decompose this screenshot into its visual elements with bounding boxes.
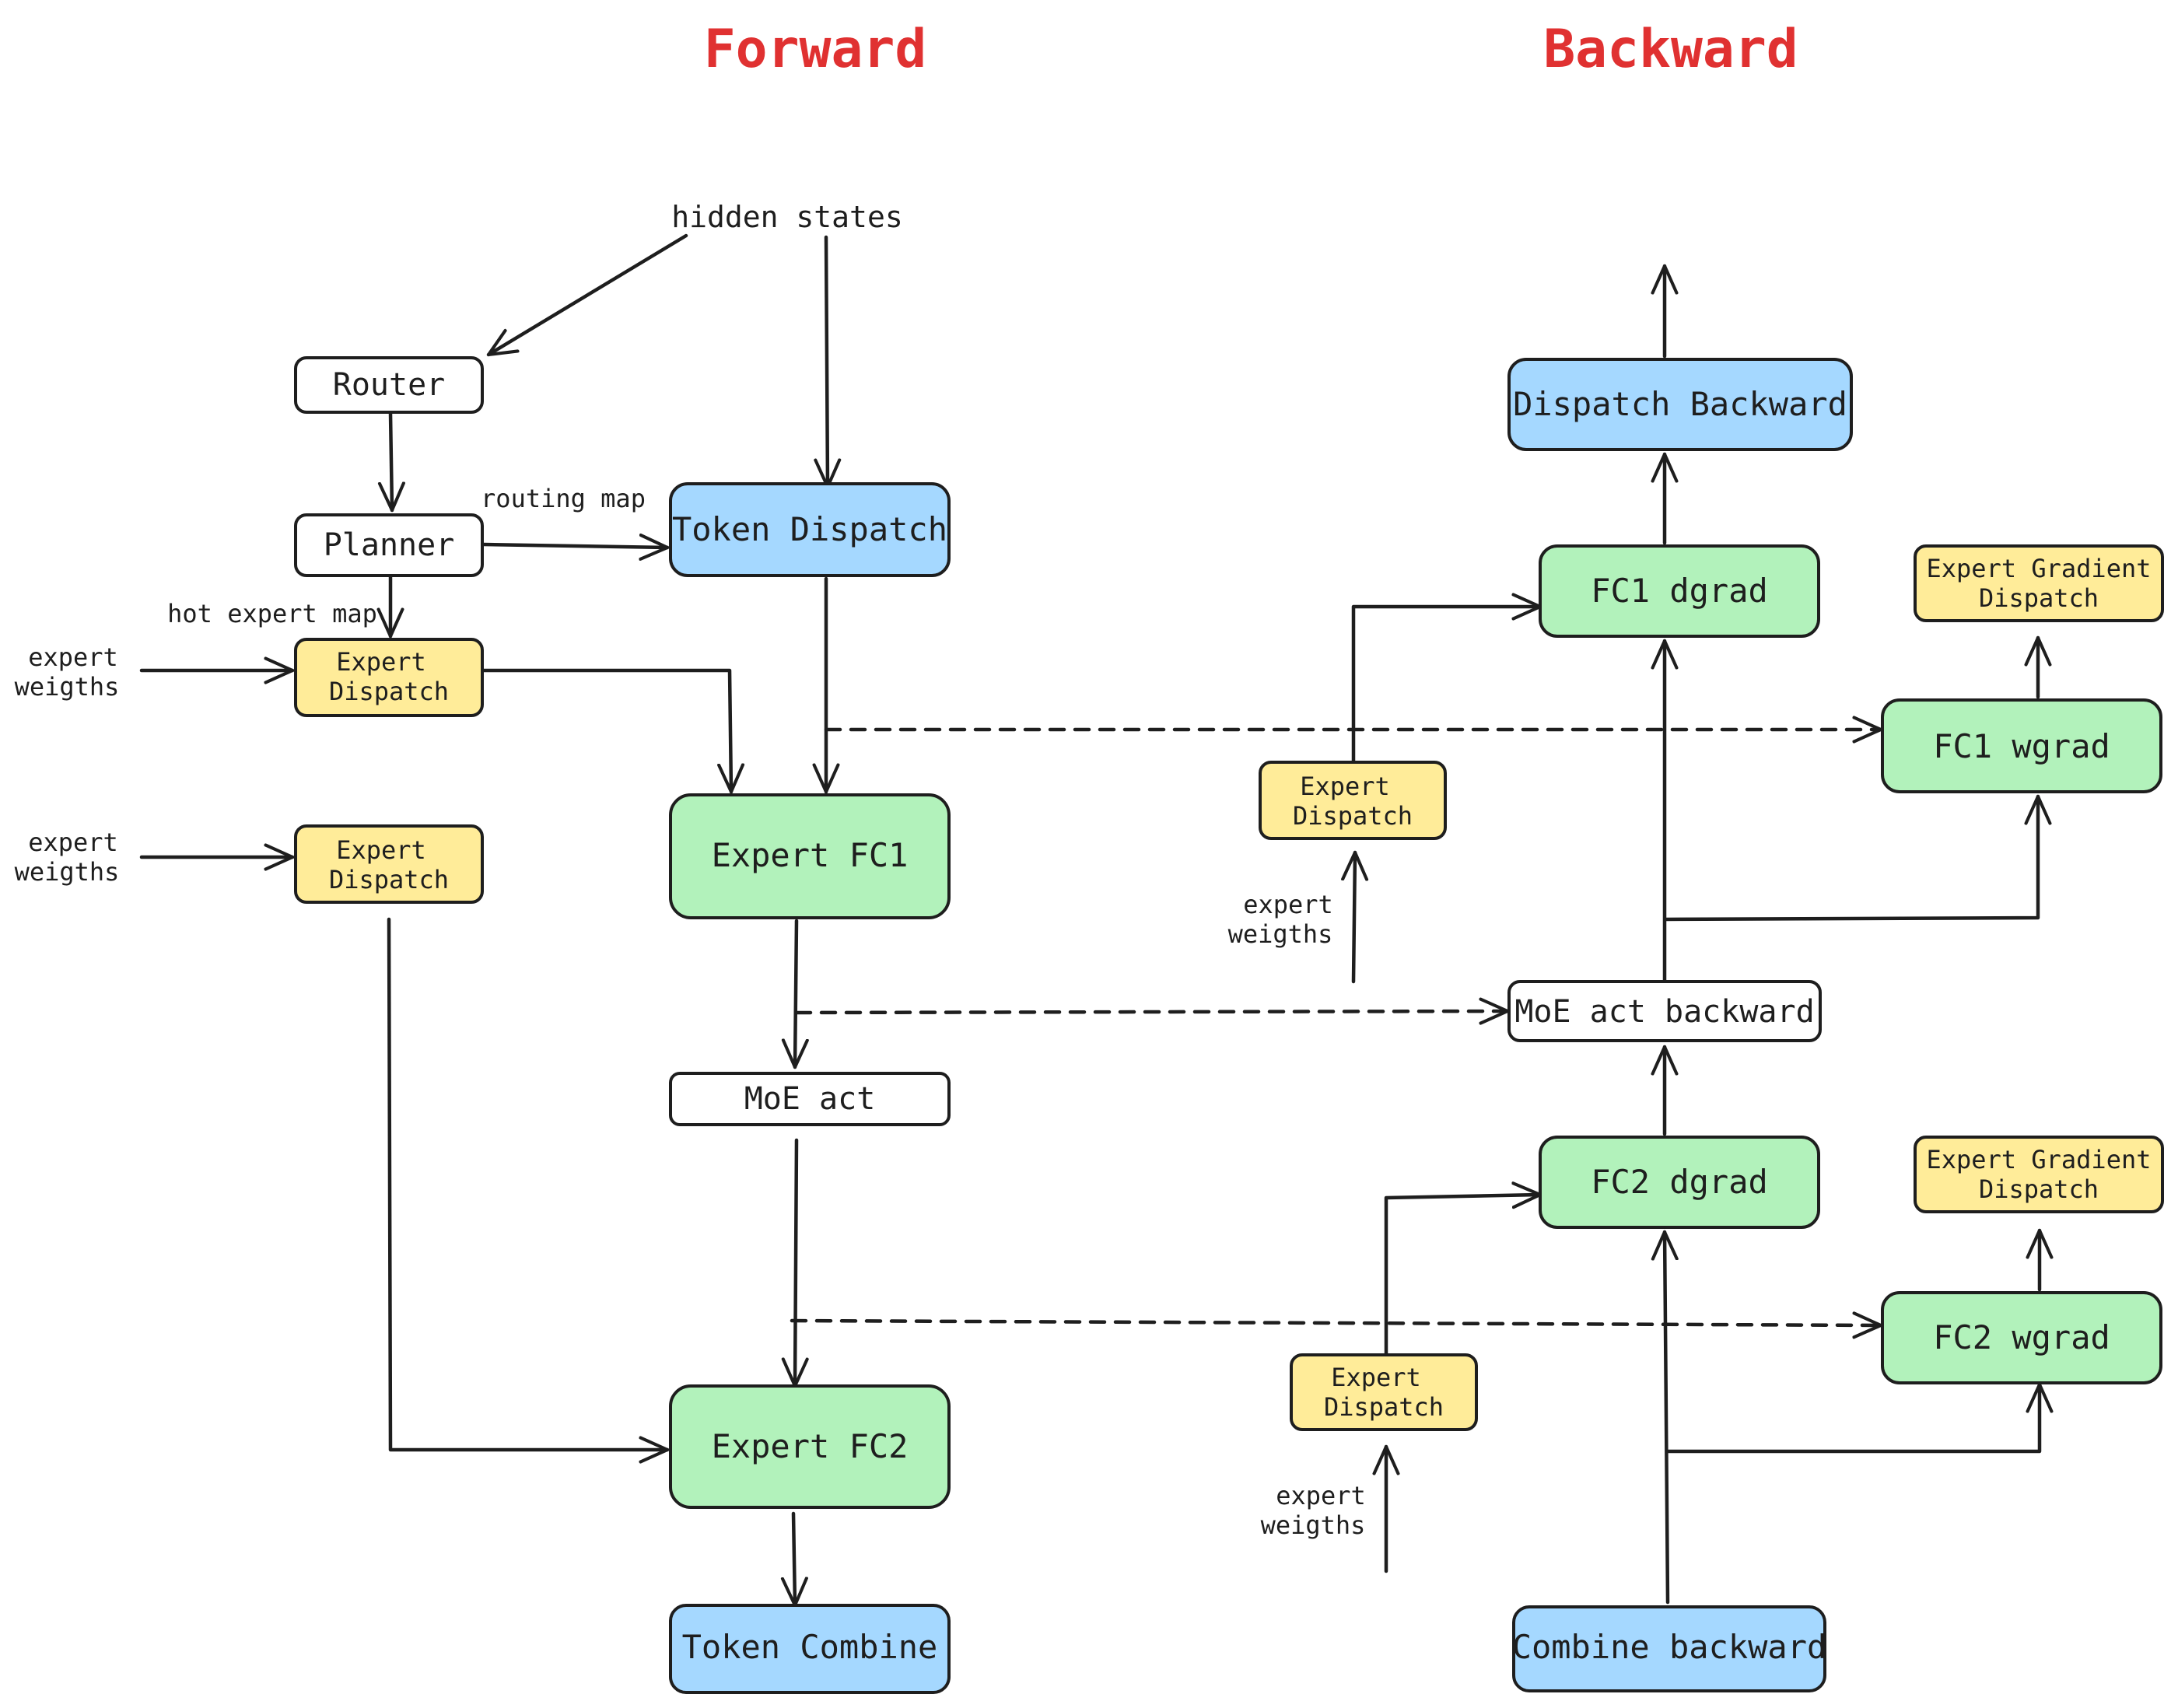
- fc1-dgrad-label: FC1 dgrad: [1591, 572, 1768, 610]
- expert-dispatch-label-b1a: Expert: [1300, 772, 1390, 801]
- expert-dispatch-node-f2[interactable]: Expert Dispatch: [294, 824, 484, 904]
- routing-map-label: routing map: [481, 484, 646, 513]
- svg-text:weigths: weigths: [1261, 1510, 1366, 1540]
- edges: [139, 233, 2040, 1608]
- expert-gradient-dispatch-node-1[interactable]: Expert Gradient Dispatch: [1914, 544, 2164, 622]
- moe-act-backward-label: MoE act backward: [1514, 994, 1814, 1030]
- edge-fc1-to-moe-act: [795, 919, 797, 1069]
- hot-expert-map-label: hot expert map: [167, 599, 377, 628]
- edge-expert-dispatch2-to-fc2: [387, 917, 670, 1450]
- expert-dispatch-node-b2[interactable]: Expert Dispatch: [1290, 1353, 1478, 1431]
- expert-gradient-dispatch-label-2a: Expert Gradient: [1927, 1145, 2152, 1174]
- edge-dashed-to-moe-act-bwd: [794, 1011, 1510, 1013]
- dispatch-backward-node[interactable]: Dispatch Backward: [1507, 358, 1853, 451]
- moe-act-label: MoE act: [744, 1081, 876, 1117]
- token-dispatch-node[interactable]: Token Dispatch: [669, 482, 951, 577]
- expert-weights-label-f1: expert weigths: [15, 642, 120, 702]
- fc2-dgrad-node[interactable]: FC2 dgrad: [1539, 1136, 1820, 1229]
- svg-text:weigths: weigths: [15, 672, 120, 702]
- edge-combine-bwd-to-fc2-wgrad: [1665, 1382, 2040, 1454]
- expert-dispatch-node-b1[interactable]: Expert Dispatch: [1259, 761, 1447, 840]
- token-combine-node[interactable]: Token Combine: [669, 1604, 951, 1694]
- expert-weights-label-b2: expert weigths: [1261, 1481, 1366, 1540]
- expert-gradient-dispatch-label-1a: Expert Gradient: [1927, 554, 2152, 583]
- expert-dispatch-node-f1[interactable]: Expert Dispatch: [294, 638, 484, 717]
- token-dispatch-label: Token Dispatch: [672, 510, 947, 548]
- edge-weights-b1-to-expert-dispatch: [1353, 850, 1355, 984]
- expert-dispatch-label-f2b: Dispatch: [329, 865, 449, 894]
- expert-fc2-node[interactable]: Expert FC2: [669, 1384, 951, 1509]
- expert-gradient-dispatch-label-2b: Dispatch: [1979, 1174, 2099, 1204]
- fc2-dgrad-label: FC2 dgrad: [1591, 1163, 1768, 1201]
- combine-backward-node[interactable]: Combine backward: [1512, 1605, 1827, 1692]
- svg-text:expert: expert: [1276, 1481, 1366, 1510]
- expert-fc2-label: Expert FC2: [712, 1427, 909, 1465]
- token-combine-label: Token Combine: [682, 1628, 938, 1666]
- forward-nodes: hidden states Router Planner routing map…: [15, 200, 951, 1694]
- expert-dispatch-label-f2a: Expert: [336, 835, 426, 865]
- forward-title: Forward: [704, 19, 927, 80]
- planner-node[interactable]: Planner: [294, 513, 484, 577]
- svg-text:expert: expert: [1243, 890, 1333, 919]
- edge-expert-dispatch-b2-to-fc2-dgrad: [1384, 1195, 1542, 1359]
- expert-fc1-label: Expert FC1: [712, 836, 909, 874]
- svg-text:weigths: weigths: [15, 857, 120, 887]
- expert-weights-label-b1: expert weigths: [1228, 890, 1333, 949]
- expert-dispatch-label-b2a: Expert: [1331, 1363, 1421, 1392]
- edge-hidden-to-token-dispatch: [826, 235, 828, 489]
- combine-backward-label: Combine backward: [1512, 1628, 1827, 1666]
- expert-dispatch-label-b2b: Dispatch: [1324, 1392, 1444, 1422]
- backward-nodes: Dispatch Backward FC1 dgrad Expert Gradi…: [1228, 358, 2164, 1692]
- edge-planner-to-token-dispatch: [481, 544, 670, 548]
- expert-gradient-dispatch-label-1b: Dispatch: [1979, 583, 2099, 613]
- expert-dispatch-label-f1b: Dispatch: [329, 677, 449, 706]
- edge-dashed-to-fc2-wgrad: [790, 1321, 1883, 1325]
- edge-moe-act-bwd-to-fc1-wgrad: [1664, 794, 2038, 922]
- fc1-dgrad-node[interactable]: FC1 dgrad: [1539, 544, 1820, 638]
- expert-gradient-dispatch-node-2[interactable]: Expert Gradient Dispatch: [1914, 1136, 2164, 1213]
- edge-combine-bwd-to-fc2-dgrad: [1665, 1230, 1668, 1605]
- edge-fc2-to-token-combine: [793, 1511, 795, 1608]
- svg-text:expert: expert: [28, 828, 118, 857]
- backward-title: Backward: [1543, 19, 1798, 80]
- edge-router-to-planner: [390, 411, 392, 513]
- edge-expert-dispatch-b1-to-fc1-dgrad: [1351, 607, 1542, 765]
- router-node[interactable]: Router: [294, 356, 484, 414]
- svg-text:expert: expert: [28, 642, 118, 672]
- fc2-wgrad-node[interactable]: FC2 wgrad: [1881, 1291, 2162, 1384]
- expert-dispatch-label-f1a: Expert: [336, 647, 426, 677]
- expert-fc1-node[interactable]: Expert FC1: [669, 793, 951, 919]
- moe-act-node[interactable]: MoE act: [669, 1072, 951, 1126]
- edge-expert-dispatch-to-fc1: [481, 668, 731, 794]
- expert-weights-label-f2: expert weigths: [15, 828, 120, 887]
- router-label: Router: [333, 367, 446, 403]
- moe-act-backward-node[interactable]: MoE act backward: [1507, 980, 1822, 1042]
- fc2-wgrad-label: FC2 wgrad: [1933, 1318, 2110, 1356]
- expert-dispatch-label-b1b: Dispatch: [1293, 801, 1413, 831]
- svg-text:weigths: weigths: [1228, 919, 1333, 949]
- hidden-states-label: hidden states: [671, 200, 902, 234]
- fc1-wgrad-node[interactable]: FC1 wgrad: [1881, 698, 2162, 793]
- fc1-wgrad-label: FC1 wgrad: [1933, 727, 2110, 765]
- planner-label: Planner: [324, 527, 455, 563]
- edge-hidden-to-router: [486, 233, 688, 357]
- edge-moe-act-to-fc2: [795, 1138, 797, 1388]
- dispatch-backward-label: Dispatch Backward: [1513, 385, 1847, 423]
